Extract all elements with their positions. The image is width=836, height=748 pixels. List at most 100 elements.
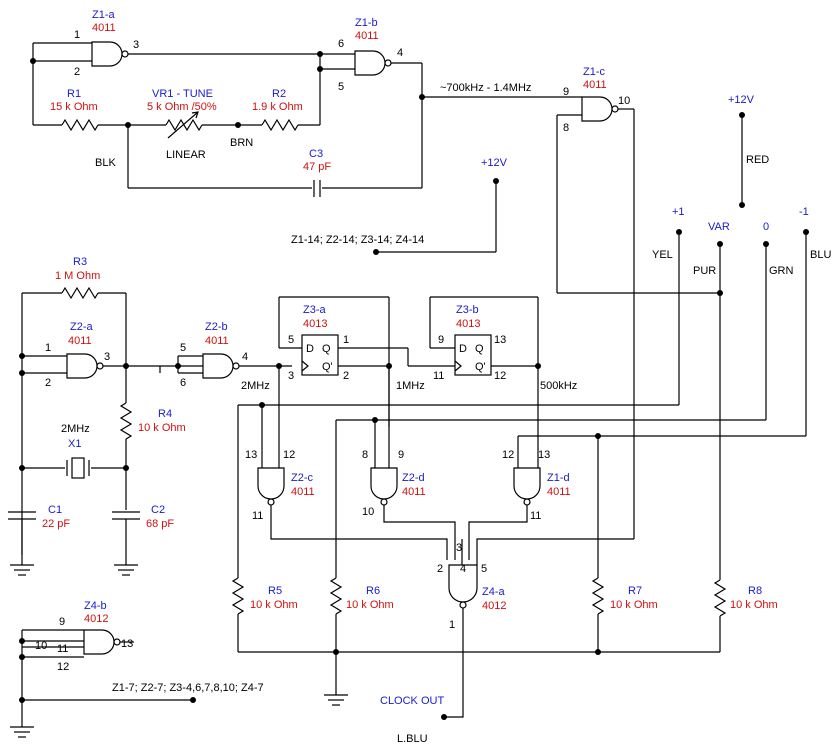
label-z2a-name: Z2-a xyxy=(70,321,94,333)
label-z3a-type: 4013 xyxy=(303,318,327,330)
label-lblu: L.BLU xyxy=(397,733,428,745)
label-r6-name: R6 xyxy=(366,585,380,597)
svg-text:9: 9 xyxy=(438,334,444,346)
label-z1c-type: 4011 xyxy=(583,79,607,91)
svg-text:11: 11 xyxy=(530,510,541,522)
ff-z3b-d-label: D xyxy=(459,343,467,355)
switch-section: Z1-c 4011 9 8 10 +12V RED +1 VAR 0 -1 YE… xyxy=(291,66,831,580)
label-z2d-name: Z2-d xyxy=(402,472,425,484)
rc-oscillator-section: 1 2 3 6 5 4 Z1-a 4011 Z1-b 4011 R1 15 k … xyxy=(30,9,560,197)
label-c2-value: 68 pF xyxy=(146,518,174,530)
resistor-r5 xyxy=(231,577,245,615)
label-r2-name: R2 xyxy=(272,88,286,100)
label-plus12-mid: +12V xyxy=(481,157,508,169)
svg-text:2: 2 xyxy=(343,370,349,382)
svg-text:9: 9 xyxy=(563,86,569,98)
label-z1b-type: 4011 xyxy=(355,30,379,42)
svg-text:10: 10 xyxy=(362,506,374,518)
label-linear: LINEAR xyxy=(166,149,206,161)
svg-text:9: 9 xyxy=(59,616,65,628)
label-c2-name: C2 xyxy=(151,504,165,516)
gate-z1a xyxy=(91,41,123,67)
svg-text:3: 3 xyxy=(288,370,294,382)
label-z1b-name: Z1-b xyxy=(355,17,378,29)
label-z1d-type: 4011 xyxy=(547,486,571,498)
svg-text:5: 5 xyxy=(180,342,186,354)
gate-z2d xyxy=(370,467,398,500)
svg-text:4: 4 xyxy=(397,47,403,59)
label-x1-name: X1 xyxy=(68,438,81,450)
label-z2c-type: 4011 xyxy=(291,486,315,498)
label-x1-freq: 2MHz xyxy=(61,423,90,435)
label-switch-var: VAR xyxy=(708,221,730,233)
label-switch-zero: 0 xyxy=(763,221,769,233)
label-z1a-name: Z1-a xyxy=(92,9,116,21)
gate-z2a xyxy=(66,353,98,379)
gate-z4b xyxy=(83,629,115,655)
label-1mhz: 1MHz xyxy=(396,380,425,392)
label-r7-value: 10 k Ohm xyxy=(610,599,658,611)
label-r4-name: R4 xyxy=(158,408,172,420)
label-blu-wire: BLU xyxy=(810,249,831,261)
gate-z1b xyxy=(354,50,386,76)
svg-text:2: 2 xyxy=(45,377,51,389)
label-switch-minus1: -1 xyxy=(799,206,809,218)
label-r3-name: R3 xyxy=(73,256,87,268)
label-r8-name: R8 xyxy=(748,585,762,597)
gate-z2c-bubble xyxy=(267,498,275,506)
svg-text:3: 3 xyxy=(104,351,110,363)
ff-z3a-qbar-label: Q' xyxy=(322,361,333,373)
svg-text:13: 13 xyxy=(121,638,133,650)
svg-text:4: 4 xyxy=(242,351,248,363)
svg-text:8: 8 xyxy=(563,122,569,134)
label-z4b-name: Z4-b xyxy=(84,600,107,612)
svg-text:6: 6 xyxy=(180,377,186,389)
svg-text:8: 8 xyxy=(362,449,368,461)
label-red-wire: RED xyxy=(746,154,769,166)
label-z1a-type: 4011 xyxy=(92,22,116,34)
label-z2c-name: Z2-c xyxy=(291,472,314,484)
svg-text:1: 1 xyxy=(449,619,455,631)
label-z3b-type: 4013 xyxy=(456,318,480,330)
crystal-oscillator-section: R3 1 M Ohm Z2-a 4011 1 2 3 R4 10 k Ohm 2… xyxy=(8,256,292,576)
label-2mhz: 2MHz xyxy=(241,380,270,392)
label-vr1-name: VR1 - TUNE xyxy=(152,88,213,100)
label-ground-pins: Z1-7; Z2-7; Z3-4,6,7,8,10; Z4-7 xyxy=(112,682,264,694)
label-r5-value: 10 k Ohm xyxy=(250,599,298,611)
label-vr1-value: 5 k Ohm /50% xyxy=(147,101,217,113)
label-z4a-type: 4012 xyxy=(482,600,506,612)
svg-text:12: 12 xyxy=(57,661,69,673)
label-grn-wire: GRN xyxy=(769,265,794,277)
resistor-r4 xyxy=(119,402,133,440)
gate-z1d xyxy=(513,467,541,500)
potentiometer-vr1 xyxy=(165,118,203,132)
gate-z2a-bubble xyxy=(96,362,104,370)
ff-z3a-d-label: D xyxy=(306,343,314,355)
svg-text:12: 12 xyxy=(283,449,295,461)
gate-z4b-bubble xyxy=(113,638,121,646)
label-c3-value: 47 pF xyxy=(303,161,331,173)
svg-text:11: 11 xyxy=(433,370,444,382)
label-yel-wire: YEL xyxy=(652,249,673,261)
label-z2b-type: 4011 xyxy=(205,335,229,347)
gate-z1d-bubble xyxy=(523,498,531,506)
label-z4b-type: 4012 xyxy=(84,613,108,625)
resistor-r6 xyxy=(329,577,343,615)
gate-z1a-bubble xyxy=(121,50,129,58)
divider-section: D Q Q' Z3-a 4013 5 3 1 2 D Q Q' Z3-b 401… xyxy=(241,296,577,452)
svg-text:9: 9 xyxy=(398,449,404,461)
label-z2a-type: 4011 xyxy=(68,335,92,347)
label-r5-name: R5 xyxy=(268,585,282,597)
crystal-x1 xyxy=(71,457,85,479)
resistor-r1 xyxy=(61,118,99,132)
gate-z2b xyxy=(202,353,234,379)
label-c1-name: C1 xyxy=(48,504,62,516)
label-r2-value: 1.9 k Ohm xyxy=(252,101,303,113)
label-r6-value: 10 k Ohm xyxy=(346,599,394,611)
gate-z2c xyxy=(257,467,285,500)
label-z2d-type: 4011 xyxy=(402,486,426,498)
label-freq-range: ~700kHz - 1.4MHz xyxy=(440,82,531,94)
gate-z4a-bubble xyxy=(459,601,467,609)
